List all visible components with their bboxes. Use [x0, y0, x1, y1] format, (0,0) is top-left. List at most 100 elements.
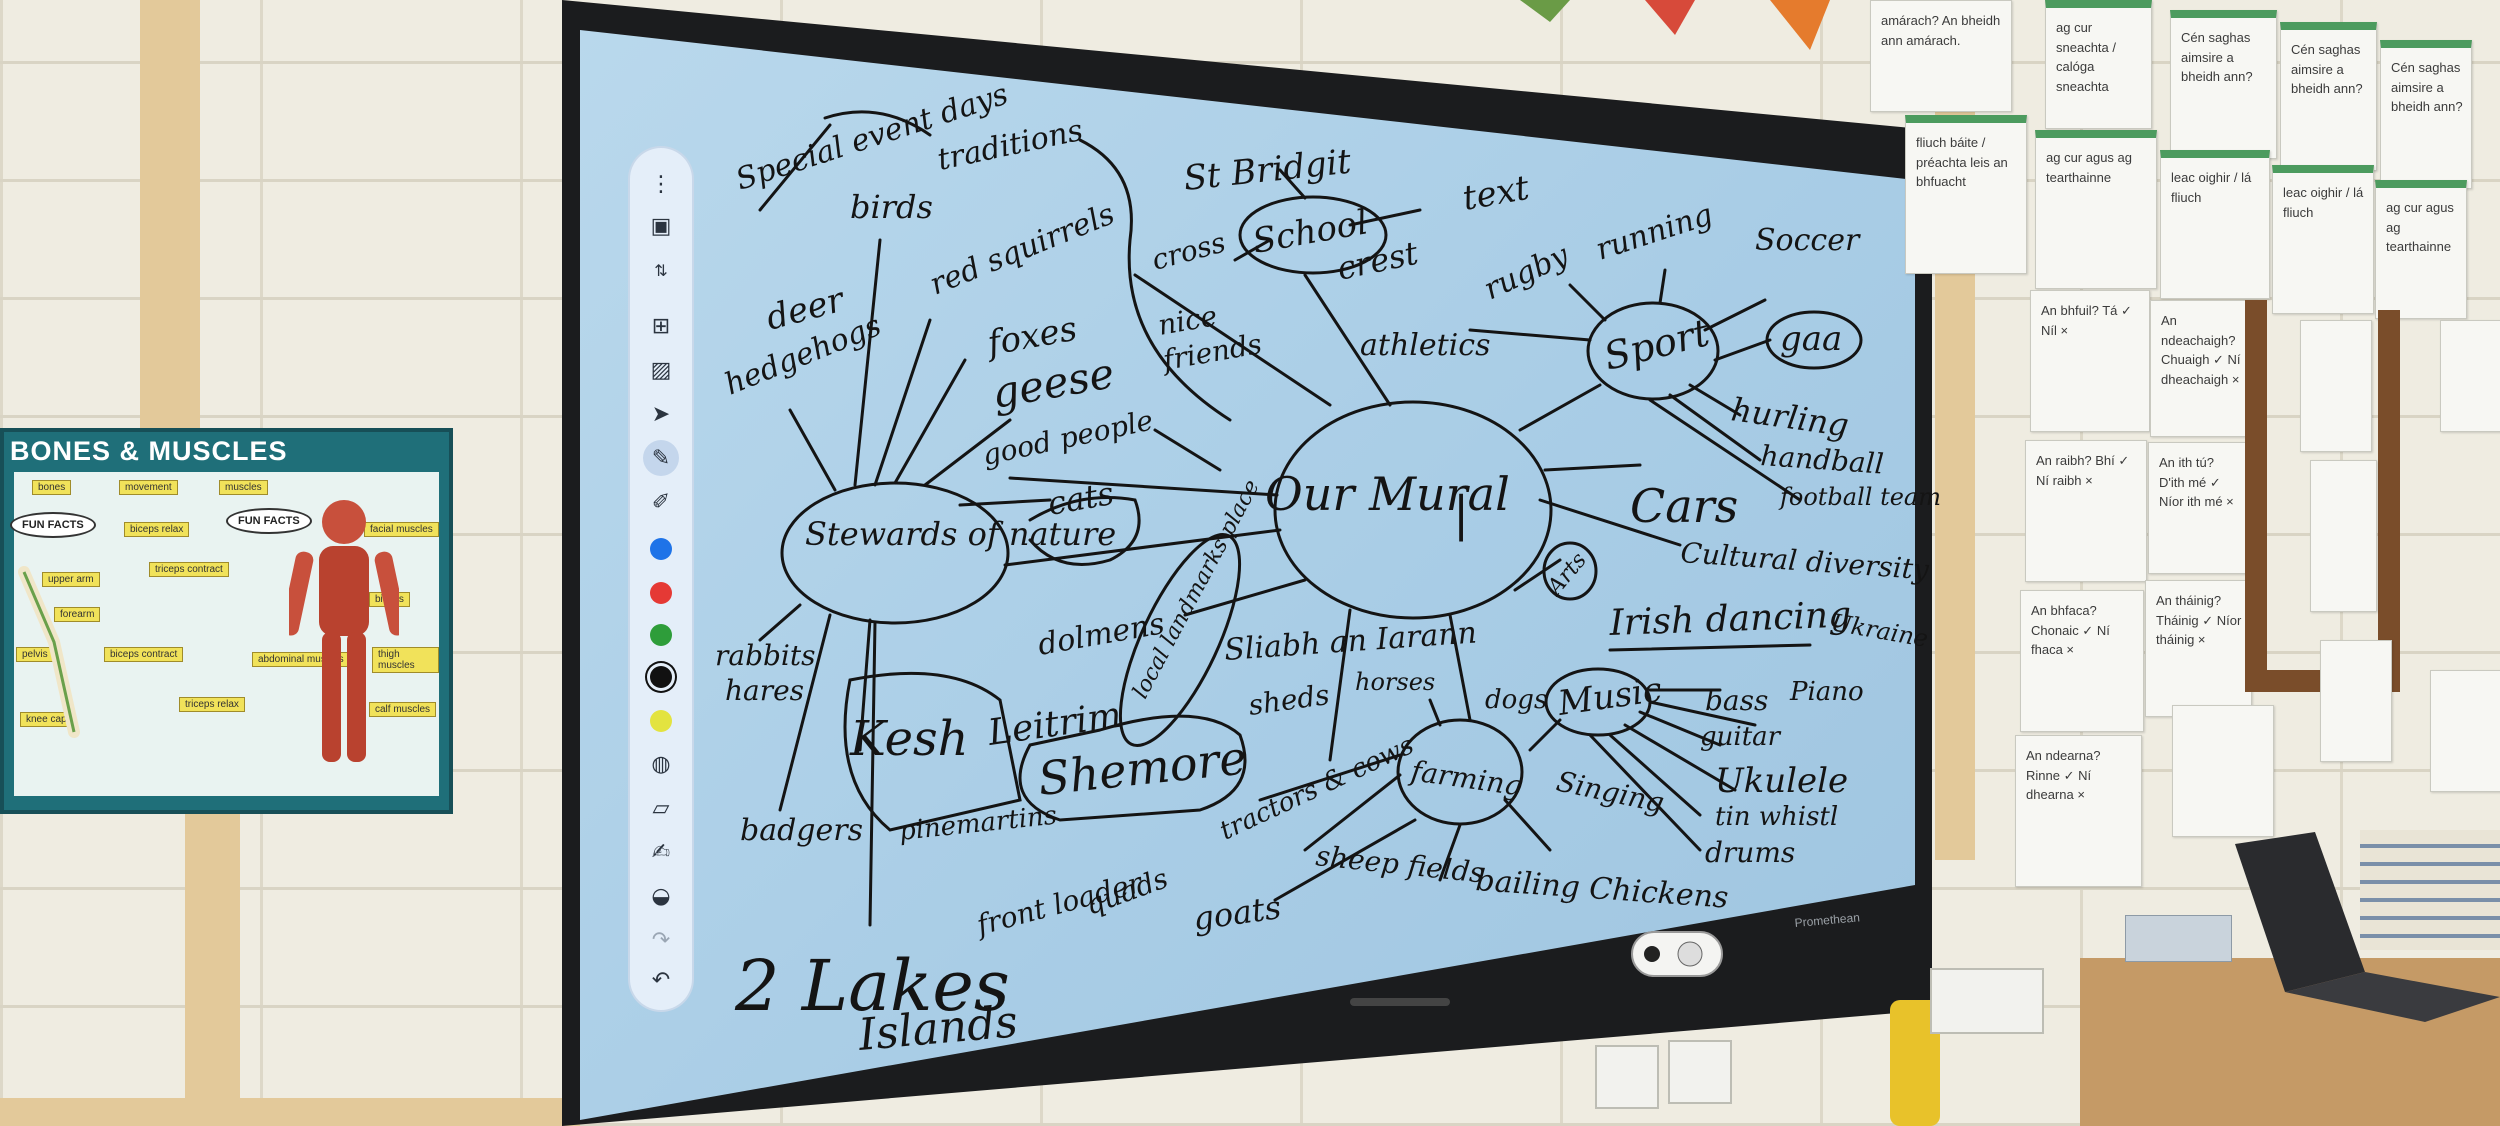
word-stewards: Stewards of nature: [805, 515, 1116, 553]
word-sheds: sheds: [1246, 678, 1331, 722]
word-rabbits: rabbits: [715, 639, 816, 672]
grid-icon[interactable]: ⊞: [651, 313, 671, 339]
color-swatch-yellow[interactable]: [650, 710, 672, 732]
fun-facts-bubble-right: FUN FACTS: [226, 508, 312, 534]
bones-muscles-poster: BONES & MUSCLES bones movement muscles F…: [0, 428, 453, 814]
worksheet-an-ndeachaigh: An ndeachaigh? Chuaigh ✓ Ní dheachaigh ×: [2150, 300, 2257, 437]
eraser-icon[interactable]: ▱: [652, 795, 670, 821]
center-node-outline: [1273, 400, 1553, 620]
arrange-icon[interactable]: ⇅: [654, 260, 668, 280]
pen-icon[interactable]: ✎: [643, 440, 679, 476]
word-hurling: hurling: [1729, 390, 1851, 444]
remote-power-button[interactable]: [1644, 946, 1660, 962]
cats-outline: [1028, 496, 1141, 566]
center-node: Our Mural: [1265, 467, 1510, 521]
wall-socket-3: [1930, 968, 2044, 1034]
right-poster: [2440, 320, 2500, 432]
poster-label-calf: calf muscles: [369, 702, 437, 717]
pointer-icon[interactable]: ➤: [651, 401, 671, 427]
word-sheep-fields: sheep fields: [1314, 839, 1485, 889]
branches-sport: [1468, 268, 1802, 502]
word-ukraine: Ukraine: [1829, 608, 1930, 653]
worksheet-an-bhfaca: An bhfaca? Chonaic ✓ Ní fhaca ×: [2020, 590, 2144, 732]
whiteboard-toolbar: ⋮ ▣ ⇅ ⊞ ▨ ➤ ✎ ✐ ◍ ▱ ✍ ◒ ↷ ↶: [630, 148, 692, 1010]
supplies-tray: [2125, 915, 2232, 962]
shape-icon[interactable]: ◒: [651, 883, 671, 909]
arm-bone-diagram: [18, 566, 80, 738]
poster-label-upper-arm: upper arm: [42, 572, 100, 587]
special-days-outline: [758, 110, 932, 212]
word-ukulele: Ukulele: [1715, 761, 1848, 801]
edit-icon[interactable]: ✍: [651, 839, 671, 865]
word-birds: birds: [850, 188, 933, 226]
word-gaa: gaa: [1780, 319, 1842, 359]
wall-socket-2: [1668, 1040, 1732, 1104]
word-irish-dancing: Irish dancing: [1608, 595, 1852, 644]
poster-header-bones: bones: [32, 480, 72, 495]
word-bass: bass: [1705, 684, 1768, 717]
bunting-flags: [1520, 0, 1830, 50]
remote-control[interactable]: [1631, 931, 1723, 977]
stewards-text: Stewards of nature: [805, 515, 1116, 553]
worksheet-tearthainne: ag cur agus ag tearthainne: [2035, 130, 2157, 289]
save-icon[interactable]: ▣: [650, 213, 672, 239]
color-swatch-blue[interactable]: [650, 538, 672, 560]
word-cross: cross: [1148, 226, 1229, 277]
redo-icon[interactable]: ↷: [651, 927, 671, 953]
worksheet-sneachta: ag cur sneachta / calóga sneachta: [2045, 0, 2152, 129]
irish-dancing-underline: [1608, 643, 1812, 652]
word-rugby: rugby: [1479, 237, 1575, 307]
word-badgers: badgers: [740, 813, 863, 848]
poster-label-biceps-relax: biceps relax: [124, 522, 190, 537]
palette-icon[interactable]: ◍: [651, 751, 671, 777]
color-swatch-green[interactable]: [650, 624, 672, 646]
word-cars: Cars: [1630, 479, 1738, 533]
window-frame-right: [2378, 310, 2400, 680]
worksheet-an-raibh: An raibh? Bhí ✓ Ní raibh ×: [2025, 440, 2147, 582]
book-stack: [2360, 830, 2500, 950]
worksheet-an-bhfuil: An bhfuil? Tá ✓ Níl ×: [2030, 290, 2150, 432]
word-guitar: guitar: [1700, 722, 1782, 752]
poster-label-facial-muscles: facial muscles: [364, 522, 439, 537]
word-farming: farming: [1407, 754, 1524, 803]
word-text: text: [1460, 168, 1533, 219]
wall-socket-1: [1595, 1045, 1659, 1109]
front-panel-buttons[interactable]: [1350, 998, 1450, 1006]
cursor-caret: |: [1453, 486, 1469, 542]
more-icon[interactable]: ⋮: [650, 171, 672, 197]
word-handball: handball: [1760, 439, 1885, 481]
sport-node-outline: [1586, 301, 1720, 401]
highlighter-icon[interactable]: ✐: [651, 489, 671, 515]
worksheet-aimsire-3: Cén saghas aimsire a bheidh ann?: [2380, 40, 2472, 189]
word-st-bridgit: St Bridgit: [1182, 142, 1354, 199]
word-singing: Singing: [1554, 765, 1667, 820]
remote-dpad[interactable]: [1677, 941, 1703, 967]
window-notice: [2300, 320, 2372, 452]
word-local-landmarks: local landmarks place: [1128, 476, 1265, 703]
window-notice-2: [2310, 460, 2377, 612]
branches-music: [1528, 688, 1757, 852]
wood-trim-left: [140, 0, 200, 430]
branches-stewards: [758, 238, 1052, 927]
word-athletics: athletics: [1360, 328, 1490, 363]
color-swatch-red[interactable]: [650, 582, 672, 604]
word-tin-whistl: tin whistl: [1715, 802, 1838, 832]
image-icon[interactable]: ▨: [650, 357, 672, 383]
school-node-outline: [1238, 195, 1388, 275]
word-kesh: Kesh: [849, 711, 969, 767]
worksheet-weather-4: leac oighir / lá fliuch: [2272, 165, 2374, 314]
undo-icon[interactable]: ↶: [651, 967, 671, 993]
kesh-outline: [843, 671, 1022, 832]
color-swatch-black[interactable]: [650, 666, 672, 688]
word-sport: Sport: [1600, 310, 1715, 379]
right-poster-2: [2320, 640, 2392, 762]
worksheet-amarach: amárach? An bheidh ann amárach.: [1870, 0, 2012, 112]
word-hares: hares: [725, 674, 804, 707]
word-horses: horses: [1355, 668, 1435, 696]
branches-school: [1233, 168, 1422, 262]
word-red-squirrels: red squirrels: [925, 197, 1120, 303]
word-goats: goats: [1191, 888, 1284, 938]
word-running: running: [1592, 197, 1717, 268]
window-frame-left: [2245, 300, 2267, 690]
worksheet-weather-5: ag cur agus ag tearthainne: [2375, 180, 2467, 319]
